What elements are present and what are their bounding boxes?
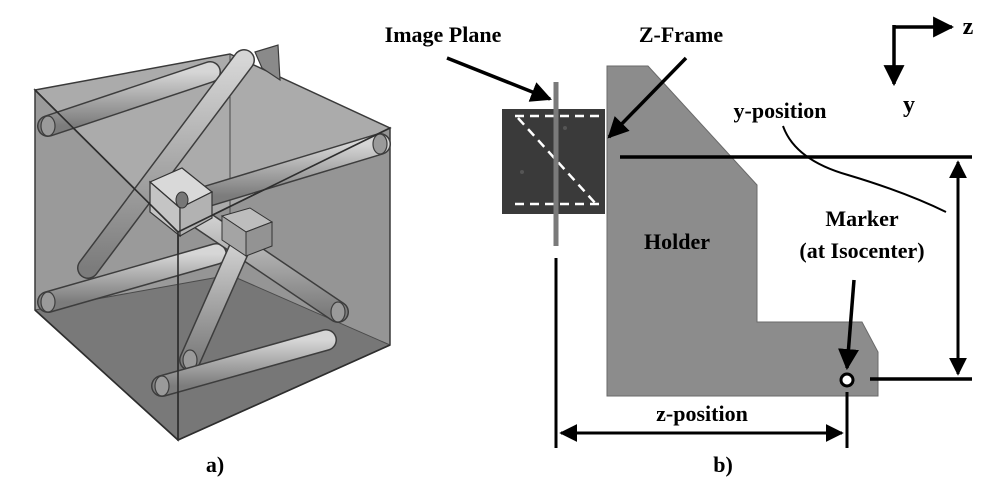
holder-label: Holder [644, 229, 710, 254]
cube-floor [35, 275, 390, 440]
panel-b-caption: b) [713, 452, 733, 477]
y-position-leader [782, 125, 947, 213]
cube-rod-diagonal-front [179, 201, 349, 323]
isocenter-marker [839, 372, 855, 388]
marker-label-line1: Marker [825, 206, 899, 231]
cube-lower-block [220, 207, 274, 257]
cube-rod-middle-right [197, 133, 391, 207]
cube-rod-diagonal-lower [179, 227, 255, 371]
marker-label-line2: (at Isocenter) [799, 238, 924, 263]
holder-body [606, 65, 879, 397]
panel-b: Holder Image Plane Z-Frame y-position Ma… [385, 14, 974, 448]
y-axis-label: y [903, 92, 915, 118]
z-position-label: z-position [656, 401, 748, 426]
cube-rod-lower-left [37, 243, 227, 313]
z-frame-dashed-pattern [515, 114, 600, 206]
marker-arrow [838, 279, 859, 371]
image-plane-arrow [446, 56, 552, 102]
z-frame-arrow [607, 56, 688, 139]
panel-a-caption: a) [206, 452, 224, 477]
axis-indicator: z y [883, 14, 974, 118]
cube-rod-diagonal-back [77, 49, 255, 279]
z-axis-label: z [963, 14, 974, 40]
cube-center-block [148, 167, 214, 238]
cube-rod-top-left [37, 61, 221, 137]
image-plane-label: Image Plane [385, 22, 502, 47]
panel-a-cube [33, 44, 392, 442]
cube-rod-bottom [151, 329, 337, 397]
y-position-label: y-position [734, 98, 827, 123]
z-frame-label: Z-Frame [639, 22, 724, 47]
